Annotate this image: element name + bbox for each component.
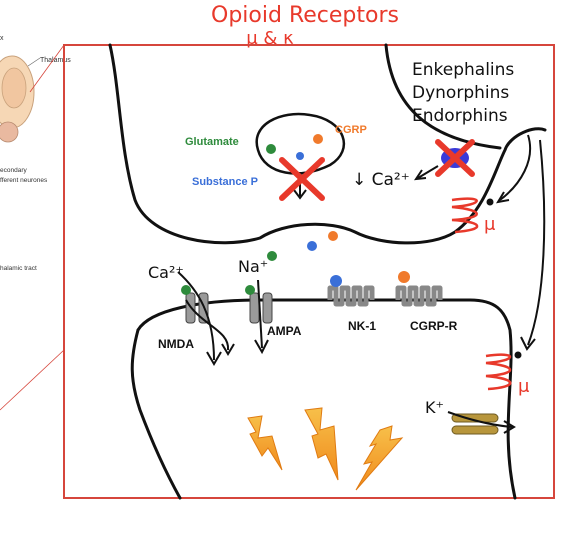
presynaptic-upper-outline bbox=[384, 43, 502, 150]
release-block-cross-icon bbox=[279, 157, 325, 201]
potassium-efflux-arrow bbox=[447, 411, 513, 428]
ampa-label: AMPA bbox=[267, 324, 302, 338]
presynaptic-calcium-label: ↓ Ca²⁺ bbox=[352, 170, 410, 190]
brainstem-shape bbox=[0, 121, 19, 143]
thalamus-label: Thalamus bbox=[40, 57, 71, 64]
mu-label-bottom: μ bbox=[518, 376, 530, 397]
vesicle-cgrp-dot bbox=[313, 134, 323, 144]
substance-p-label: Substance P bbox=[192, 176, 258, 188]
zoom-frame bbox=[63, 44, 555, 499]
opioid-binding-arrowhead-bottom bbox=[520, 336, 536, 351]
postsynaptic-left-outline bbox=[130, 328, 182, 500]
potassium-efflux-arrowhead bbox=[503, 420, 516, 434]
tract-label: halamic tract bbox=[0, 265, 37, 272]
nk1-receptor-icon bbox=[327, 275, 375, 307]
diagram-title: Opioid Receptors bbox=[211, 3, 399, 28]
mu-receptor-presynaptic-icon bbox=[451, 197, 494, 234]
nmda-ion-flow-arrow bbox=[177, 271, 215, 361]
secondary-neurones-label-2: fferent neurones bbox=[0, 177, 48, 184]
secondary-neurones-label-1: econdary bbox=[0, 167, 27, 174]
nmda-ion-flow-arrowhead-1 bbox=[206, 351, 222, 366]
opioid-binding-arrow-top bbox=[499, 134, 531, 201]
presynaptic-terminal-outline bbox=[108, 43, 547, 245]
left-anatomy-panel: x Thalamus econdary fferent neurones hal… bbox=[0, 35, 71, 411]
postsynaptic-calcium-label: Ca²⁺ bbox=[148, 263, 184, 282]
lightning-bolt-icon-3 bbox=[355, 425, 404, 491]
cleft-glutamate-dot bbox=[267, 251, 277, 261]
lightning-bolt-icon-1 bbox=[247, 415, 283, 471]
ampa-receptor-icon bbox=[245, 285, 273, 324]
opioid-enkephalins: Enkephalins bbox=[412, 60, 514, 80]
potassium-label: K⁺ bbox=[425, 398, 444, 417]
opioid-endorphins: Endorphins bbox=[412, 106, 508, 126]
nmda-secondary-flow-arrow bbox=[185, 299, 230, 351]
glutamate-label: Glutamate bbox=[185, 136, 239, 148]
nk1-label: NK-1 bbox=[348, 319, 376, 333]
presynaptic-calcium-channel-blocked-icon bbox=[435, 139, 475, 177]
ampa-ion-flow-arrow bbox=[257, 279, 263, 349]
calcium-influx-arrow bbox=[417, 165, 439, 179]
mu-label-top: μ bbox=[484, 214, 496, 235]
nmda-label: NMDA bbox=[158, 337, 194, 351]
left-panel-top-label: x bbox=[0, 35, 4, 42]
postsynaptic-membrane-outline bbox=[136, 298, 517, 500]
potassium-channel-icon bbox=[451, 413, 499, 435]
synaptic-vesicle bbox=[255, 112, 346, 175]
zoom-line-top bbox=[29, 44, 65, 93]
diagram-subtitle: μ & κ bbox=[246, 28, 294, 49]
vesicle-glutamate-dot bbox=[266, 144, 276, 154]
cgrp-r-label: CGRP-R bbox=[410, 319, 458, 333]
release-arrowhead bbox=[293, 189, 307, 200]
calcium-influx-arrowhead bbox=[413, 169, 427, 181]
opioid-binding-arrowhead-top bbox=[496, 191, 510, 204]
opioid-dynorphins: Dynorphins bbox=[412, 83, 509, 103]
cleft-substance-p-dot bbox=[307, 241, 317, 251]
thalamus-inner-shape bbox=[1, 67, 27, 109]
opioid-binding-arrow-bottom bbox=[527, 139, 546, 346]
sodium-label: Na⁺ bbox=[238, 257, 268, 276]
thalamus-pointer bbox=[27, 57, 41, 67]
cgrp-receptor-icon bbox=[395, 271, 443, 307]
mu-receptor-postsynaptic-icon bbox=[485, 351, 522, 391]
lightning-bolt-icon-2 bbox=[304, 407, 339, 481]
cleft-cgrp-dot bbox=[328, 231, 338, 241]
cgrp-label: CGRP bbox=[335, 124, 367, 136]
vesicle-substance-p-dot bbox=[296, 152, 304, 160]
zoom-line-bottom bbox=[0, 349, 65, 411]
nmda-ion-flow-arrowhead-2 bbox=[221, 343, 235, 356]
ampa-ion-flow-arrowhead bbox=[254, 339, 269, 355]
